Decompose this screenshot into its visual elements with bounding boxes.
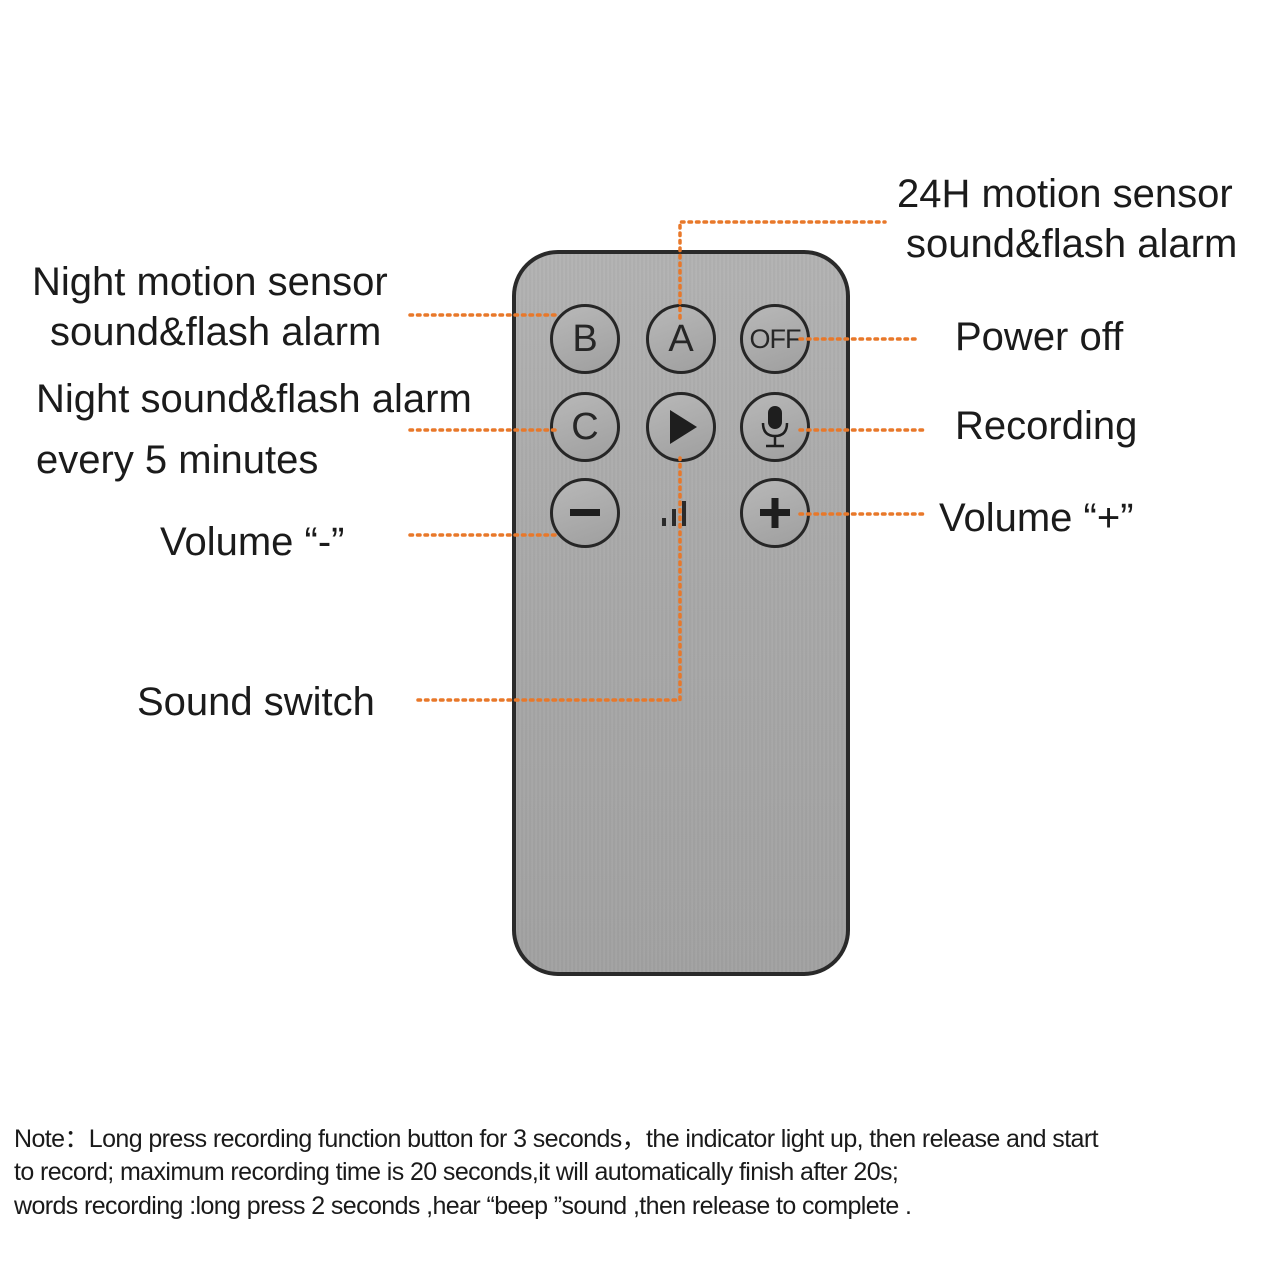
sound-switch-label: Sound switch: [137, 680, 375, 724]
a-button-label: A: [668, 318, 694, 360]
night-motion-label-line1: Night motion sensor: [32, 260, 388, 304]
play-button[interactable]: [646, 392, 716, 462]
note-line-3: words recording :long press 2 seconds ,h…: [14, 1192, 912, 1220]
b-button-label: B: [572, 318, 598, 360]
night-every-label-line1: Night sound&flash alarm: [36, 377, 472, 421]
note-line-2: to record; maximum recording time is 20 …: [14, 1158, 899, 1186]
power-off-button-label: OFF: [749, 323, 802, 354]
night-every-label-line2: every 5 minutes: [36, 438, 319, 482]
power-off-label: Power off: [955, 315, 1124, 359]
motion-24h-label-line2: sound&flash alarm: [906, 222, 1238, 266]
power-off-button[interactable]: OFF: [740, 304, 810, 374]
b-button[interactable]: B: [550, 304, 620, 374]
minus-icon: [570, 509, 600, 516]
record-button[interactable]: [740, 392, 810, 462]
note-line-1: Note：Long press recording function butto…: [14, 1125, 1099, 1153]
motion-24h-label-line1: 24H motion sensor: [897, 172, 1233, 216]
volume-plus-button[interactable]: [740, 478, 810, 548]
plus-icon: [760, 498, 790, 528]
recording-label: Recording: [955, 404, 1138, 448]
play-icon: [670, 410, 697, 444]
microphone-icon: [761, 406, 789, 448]
a-button[interactable]: A: [646, 304, 716, 374]
c-button[interactable]: C: [550, 392, 620, 462]
volume-plus-label: Volume “+”: [939, 496, 1134, 540]
volume-minus-button[interactable]: [550, 478, 620, 548]
volume-minus-label: Volume “-”: [160, 520, 345, 564]
c-button-label: C: [571, 406, 599, 448]
signal-bars-icon: [662, 501, 686, 526]
night-motion-label-line2: sound&flash alarm: [50, 310, 382, 354]
